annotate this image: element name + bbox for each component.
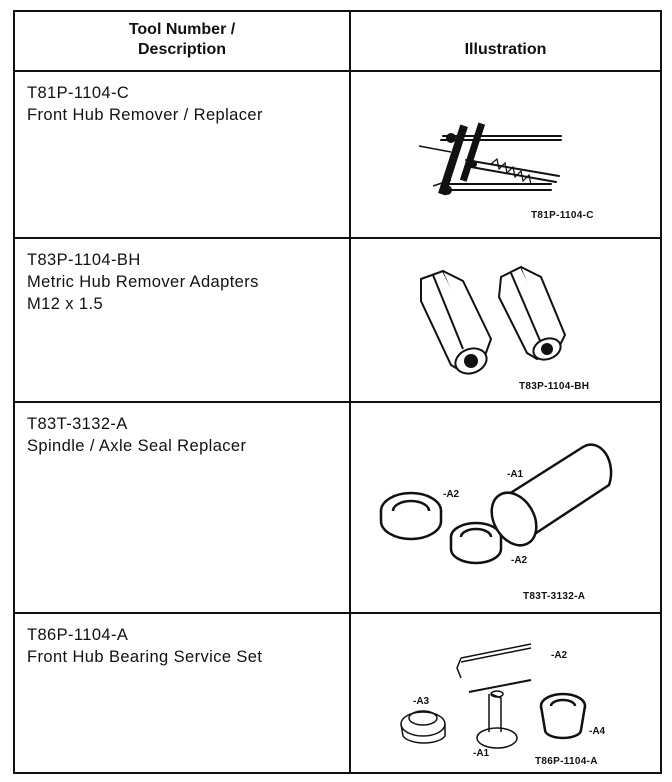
- tool-number: T81P-1104-C: [27, 84, 130, 102]
- illustration-caption: T83P-1104-BH: [519, 381, 590, 392]
- illustration-cell: -A1 -A2 -A2 T83T-3132-A: [351, 403, 660, 612]
- column-divider: [349, 403, 351, 612]
- bearing-service-set-icon: [400, 643, 587, 749]
- table-row: T86P-1104-A Front Hub Bearing Service Se…: [15, 614, 660, 772]
- tool-description-cell: T86P-1104-A Front Hub Bearing Service Se…: [27, 624, 262, 668]
- seal-replacer-icon: [379, 443, 613, 565]
- header-illustration: Illustration: [464, 41, 547, 58]
- tool-description-line: Front Hub Bearing Service Set: [27, 648, 263, 666]
- table-header-row: Tool Number / Description Illustration: [15, 12, 660, 72]
- illustration-caption: T86P-1104-A: [535, 756, 598, 767]
- tool-description-line: Front Hub Remover / Replacer: [27, 106, 263, 124]
- part-callout: -A1: [507, 469, 524, 480]
- table-row: T83P-1104-BH Metric Hub Remover Adapters…: [15, 239, 660, 403]
- column-divider: [349, 239, 351, 401]
- tool-table: Tool Number / Description Illustration T…: [13, 10, 662, 774]
- column-divider: [349, 12, 351, 70]
- part-callout: -A2: [551, 650, 568, 661]
- illustration-cell: T83P-1104-BH: [351, 239, 660, 401]
- part-callout: -A3: [413, 696, 430, 707]
- column-divider: [349, 614, 351, 772]
- part-callout: -A1: [473, 748, 490, 759]
- illustration-cell: -A2 -A3 -A1 -A4 T86P-1104-A: [351, 614, 660, 772]
- hex-adapters-icon: [420, 265, 567, 375]
- tool-number: T86P-1104-A: [27, 626, 129, 644]
- part-callout: -A4: [589, 726, 606, 737]
- header-tool-number: Tool Number / Description: [15, 20, 349, 60]
- column-divider: [349, 72, 351, 237]
- illustration-caption: T81P-1104-C: [531, 210, 594, 221]
- table-row: T81P-1104-C Front Hub Remover / Replacer: [15, 72, 660, 239]
- tool-number: T83P-1104-BH: [27, 251, 141, 269]
- illustration-cell: T81P-1104-C: [351, 72, 660, 237]
- illustration-caption: T83T-3132-A: [523, 591, 586, 602]
- part-callout: -A2: [511, 555, 528, 566]
- tool-description-cell: T83T-3132-A Spindle / Axle Seal Replacer: [27, 413, 246, 457]
- hub-remover-puller-icon: [418, 122, 562, 196]
- tool-description-cell: T81P-1104-C Front Hub Remover / Replacer: [27, 82, 263, 126]
- tool-description-line: Metric Hub Remover Adapters: [27, 273, 259, 291]
- tool-description-line: Spindle / Axle Seal Replacer: [27, 437, 247, 455]
- tool-number: T83T-3132-A: [27, 415, 128, 433]
- tool-description-line: M12 x 1.5: [27, 295, 104, 313]
- header-tool-number-line1: Tool Number /: [128, 21, 236, 38]
- table-row: T83T-3132-A Spindle / Axle Seal Replacer: [15, 403, 660, 614]
- tool-description-cell: T83P-1104-BH Metric Hub Remover Adapters…: [27, 249, 259, 315]
- part-callout: -A2: [443, 489, 460, 500]
- header-tool-number-line2: Description: [137, 41, 226, 58]
